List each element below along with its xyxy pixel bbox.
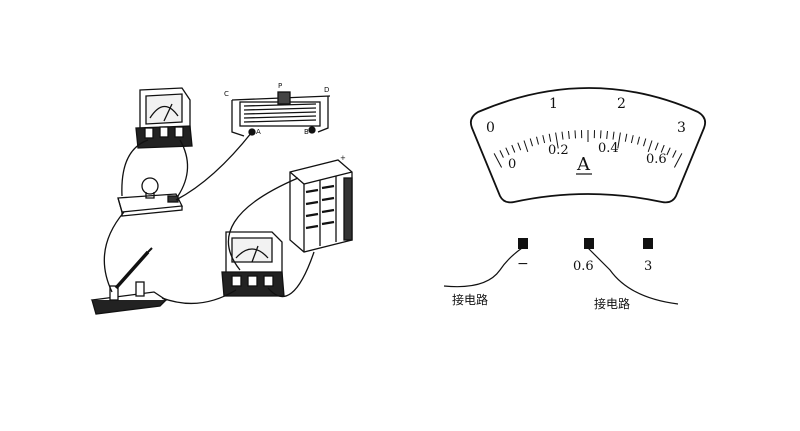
dial-tick: [542, 135, 546, 144]
wire-left: [443, 247, 523, 288]
dial-tick: [606, 130, 608, 139]
dial-tick: [574, 130, 576, 139]
terminal-label-3: 3: [644, 259, 652, 274]
dial-tick: [517, 142, 522, 151]
dial-tick: [643, 138, 647, 147]
wire-label-right: 接电路: [594, 296, 630, 311]
ammeter-dial-figure: 0 1 2 3 0 0.2 0.4 0.6 A − 0.6 3 接电路 接电路: [443, 87, 707, 311]
circuit-diagram: C P D A B +: [90, 82, 353, 315]
unit-symbol: A: [576, 154, 591, 175]
ammeter-device: [221, 231, 285, 297]
dial-tick: [647, 140, 653, 153]
dial-tick: [555, 132, 559, 149]
label-c: C: [224, 90, 229, 98]
dial-tick: [673, 153, 683, 168]
dial-tick: [630, 135, 634, 144]
lower-scale-labels: 0 0.2 0.4 0.6: [508, 141, 667, 172]
dial-tick: [493, 153, 503, 168]
upper-label-2: 2: [617, 96, 626, 112]
rheostat: C P D A B: [224, 82, 331, 137]
terminal-negative: [518, 238, 528, 249]
battery-plus-sign: +: [340, 154, 346, 162]
dial-tick: [561, 131, 564, 140]
dial-tick: [536, 136, 539, 145]
upper-label-1: 1: [549, 96, 558, 112]
terminal-label-negative: −: [517, 256, 529, 272]
dial-tick: [600, 130, 602, 139]
dial-tick: [548, 133, 552, 142]
circuit-wires: [103, 131, 315, 304]
dial-tick: [505, 147, 510, 156]
upper-label-0: 0: [486, 120, 495, 136]
battery-pack: +: [289, 154, 353, 253]
label-d: D: [324, 86, 329, 94]
bulb-holder: [117, 177, 184, 217]
dial-tick: [666, 147, 671, 156]
dial-tick: [529, 138, 533, 147]
dial-tick: [511, 144, 516, 153]
lower-label-2: 0.4: [598, 141, 619, 156]
dial-tick: [672, 150, 677, 158]
dial-tick: [499, 150, 504, 158]
dial-tick: [612, 131, 615, 140]
upper-label-3: 3: [677, 120, 686, 136]
terminal-0-6: [584, 238, 594, 249]
label-b: B: [304, 128, 309, 136]
dial-tick: [637, 136, 640, 145]
dial-tick: [624, 133, 628, 142]
dial-tick: [523, 140, 529, 153]
knife-switch: [90, 247, 168, 315]
label-p: P: [278, 82, 282, 90]
terminal-label-0-6: 0.6: [573, 259, 594, 274]
upper-scale-labels: 0 1 2 3: [486, 96, 686, 136]
dial-ticks: [493, 130, 683, 168]
dial-tick: [654, 142, 659, 151]
voltmeter: [135, 87, 193, 149]
terminal-3: [643, 238, 653, 249]
dial-outline: [469, 87, 707, 204]
lower-label-0: 0: [508, 157, 516, 172]
wire-label-left: 接电路: [452, 292, 488, 307]
dial-tick: [660, 144, 665, 153]
dial-tick: [568, 130, 570, 139]
lower-label-3: 0.6: [646, 152, 667, 167]
dial-tick: [617, 132, 621, 149]
ammeter-terminals: − 0.6 3: [517, 238, 653, 274]
lower-label-1: 0.2: [548, 143, 569, 158]
label-a: A: [256, 128, 261, 136]
wire-right: [587, 247, 679, 305]
